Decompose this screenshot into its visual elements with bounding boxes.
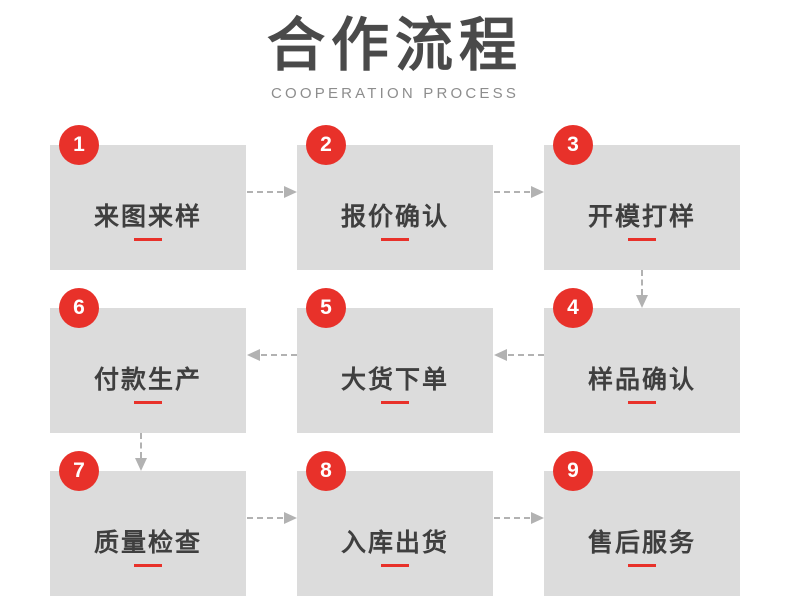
page-subtitle: COOPERATION PROCESS <box>270 84 520 102</box>
step-label: 付款生产 <box>93 365 202 394</box>
step-underline-accent <box>381 238 409 241</box>
step-label: 来图来样 <box>93 202 202 231</box>
step-underline-accent <box>134 238 162 241</box>
step-number-badge: 8 <box>306 451 346 491</box>
step-number-badge: 7 <box>59 451 99 491</box>
step-number-badge: 6 <box>59 288 99 328</box>
connector-1-to-2 <box>247 186 297 198</box>
step-label: 报价确认 <box>340 202 449 231</box>
connector-4-to-5 <box>494 349 544 361</box>
connector-3-to-4 <box>636 270 648 308</box>
connector-8-to-9 <box>494 512 544 524</box>
page-title: 合作流程 <box>266 11 523 79</box>
process-step-9[interactable]: 9 售后服务 <box>544 451 740 596</box>
connector-7-to-8 <box>247 512 297 524</box>
step-underline-accent <box>134 564 162 567</box>
connector-2-to-3 <box>494 186 544 198</box>
step-underline-accent <box>381 401 409 404</box>
process-step-1[interactable]: 1 来图来样 <box>50 125 246 270</box>
step-label: 大货下单 <box>340 365 449 394</box>
step-label: 开模打样 <box>587 202 696 231</box>
step-number-badge: 5 <box>306 288 346 328</box>
step-number-badge: 2 <box>306 125 346 165</box>
process-step-4[interactable]: 4 样品确认 <box>544 288 740 433</box>
step-label: 样品确认 <box>587 365 696 394</box>
step-number-badge: 1 <box>59 125 99 165</box>
step-underline-accent <box>628 401 656 404</box>
process-step-3[interactable]: 3 开模打样 <box>544 125 740 270</box>
step-number-badge: 9 <box>553 451 593 491</box>
step-underline-accent <box>628 238 656 241</box>
step-number-badge: 3 <box>553 125 593 165</box>
connector-5-to-6 <box>247 349 297 361</box>
step-number-badge: 4 <box>553 288 593 328</box>
step-label: 入库出货 <box>340 528 449 557</box>
step-underline-accent <box>381 564 409 567</box>
diagram-header: 合作流程 COOPERATION PROCESS <box>0 0 790 102</box>
process-step-8[interactable]: 8 入库出货 <box>297 451 493 596</box>
step-label: 质量检查 <box>93 528 202 557</box>
process-step-6[interactable]: 6 付款生产 <box>50 288 246 433</box>
step-underline-accent <box>134 401 162 404</box>
process-step-7[interactable]: 7 质量检查 <box>50 451 246 596</box>
connector-6-to-7 <box>135 433 147 471</box>
process-step-2[interactable]: 2 报价确认 <box>297 125 493 270</box>
step-underline-accent <box>628 564 656 567</box>
process-step-5[interactable]: 5 大货下单 <box>297 288 493 433</box>
step-label: 售后服务 <box>587 528 696 557</box>
